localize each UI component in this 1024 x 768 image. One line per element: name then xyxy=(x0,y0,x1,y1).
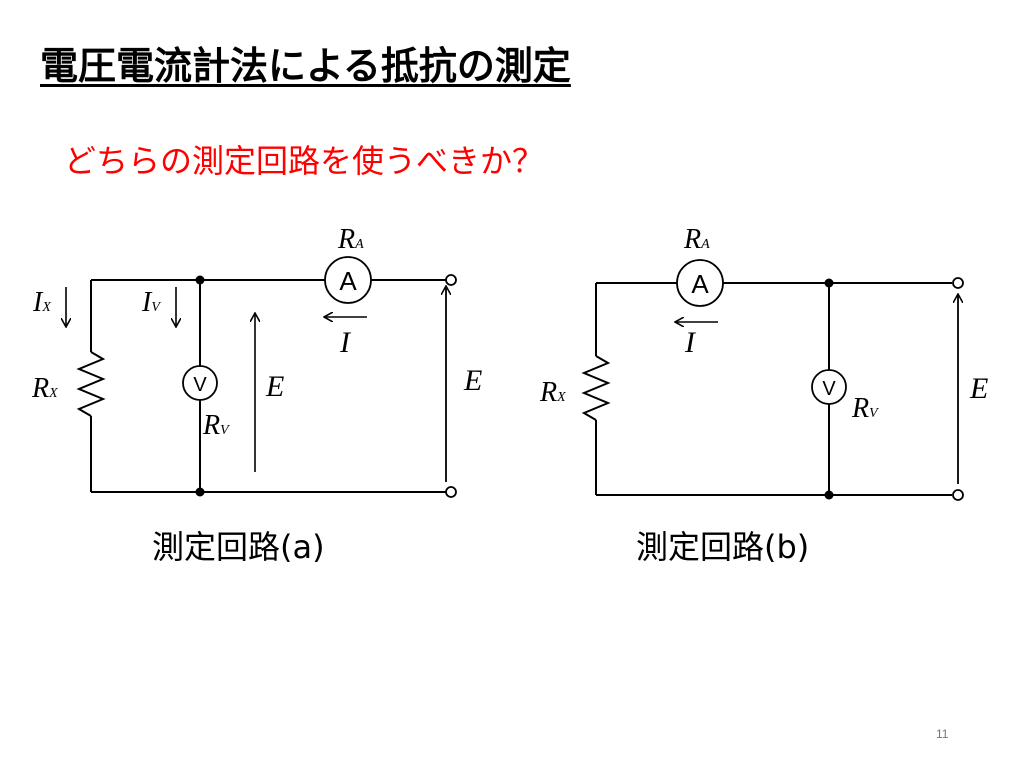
circuit-a-junction-top xyxy=(195,275,205,285)
circuit-b-ammeter xyxy=(676,259,724,307)
circuit-b-caption: 測定回路(b) xyxy=(636,528,810,566)
circuit-a-ammeter-symbol: A xyxy=(339,266,357,296)
circuit-a-terminal-bottom xyxy=(445,486,457,498)
circuit-b-label-e: E xyxy=(969,372,988,405)
circuit-a-label-iv: IV xyxy=(141,287,161,318)
page-number: 11 xyxy=(936,727,949,741)
circuit-b-label-rx: RX xyxy=(539,377,566,408)
circuit-b-junction-bottom xyxy=(824,490,834,500)
circuit-a-caption: 測定回路(a) xyxy=(152,528,325,566)
circuit-a-rx-resistor xyxy=(76,351,106,417)
circuit-b-terminal-bottom xyxy=(952,489,964,501)
circuit-b-rx-resistor xyxy=(581,355,611,421)
circuit-a-label-ix: IX xyxy=(32,287,51,318)
circuit-a xyxy=(66,256,457,498)
circuit-b xyxy=(581,259,964,501)
circuit-a-label-ra: RA xyxy=(337,224,364,255)
circuit-a-label-e-inner: E xyxy=(265,370,284,403)
circuit-b-ammeter-symbol: A xyxy=(691,269,709,299)
circuit-a-label-rv: RV xyxy=(202,410,230,441)
circuit-b-label-rv: RV xyxy=(851,393,879,424)
circuit-a-label-rx: RX xyxy=(31,373,58,404)
circuit-b-junction-top xyxy=(824,278,834,288)
circuit-a-junction-bottom xyxy=(195,487,205,497)
circuit-b-voltmeter-symbol: V xyxy=(822,378,836,400)
slide-subtitle: どちらの測定回路を使うべきか？ xyxy=(64,142,545,180)
circuit-a-terminal-top xyxy=(445,274,457,286)
circuit-b-label-i: I xyxy=(684,326,697,359)
circuit-a-label-i: I xyxy=(339,326,352,359)
slide-title: 電圧電流計法による抵抗の測定 xyxy=(40,44,571,88)
circuit-b-terminal-top xyxy=(952,277,964,289)
circuit-a-label-e-outer: E xyxy=(463,364,482,397)
circuit-a-ammeter xyxy=(324,256,372,304)
circuit-b-label-ra: RA xyxy=(683,224,710,255)
circuit-a-voltmeter-symbol: V xyxy=(193,374,207,396)
